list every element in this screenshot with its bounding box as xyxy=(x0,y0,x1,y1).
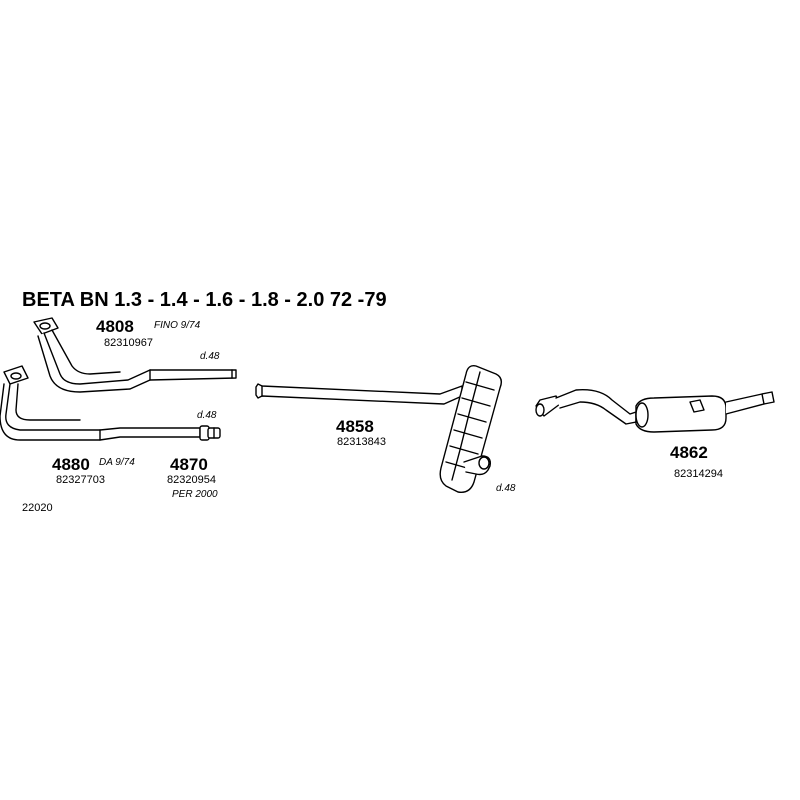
part-note-4880: DA 9/74 xyxy=(99,457,135,468)
part-code-4880: 4880 xyxy=(52,455,90,474)
part-number-4858: 82313843 xyxy=(337,436,386,448)
part-number-4862: 82314294 xyxy=(674,468,723,480)
diameter-label-4870: d.48 xyxy=(197,410,217,421)
connector-pipe-icon xyxy=(200,426,220,440)
part-code-4862: 4862 xyxy=(670,443,708,462)
part-code-4808: 4808 xyxy=(96,317,134,336)
part-code-4858: 4858 xyxy=(336,417,374,436)
diameter-label-4808: d.48 xyxy=(200,351,220,362)
rear-silencer-icon xyxy=(536,390,774,432)
front-downpipe-lower-icon xyxy=(0,366,200,440)
diameter-label-4858: d.48 xyxy=(496,483,516,494)
part-number-4808: 82310967 xyxy=(104,337,153,349)
part-number-4880: 82327703 xyxy=(56,474,105,486)
part-number-4870: 82320954 xyxy=(167,474,216,486)
part-note-4870: PER 2000 xyxy=(172,489,218,500)
part-note-4808: FINO 9/74 xyxy=(154,320,201,331)
center-silencer-icon xyxy=(256,366,501,493)
part-code-4870: 4870 xyxy=(170,455,208,474)
catalog-reference: 22020 xyxy=(22,502,53,514)
front-downpipe-upper-icon xyxy=(34,318,236,392)
page-title: BETA BN 1.3 - 1.4 - 1.6 - 1.8 - 2.0 72 -… xyxy=(22,289,387,311)
